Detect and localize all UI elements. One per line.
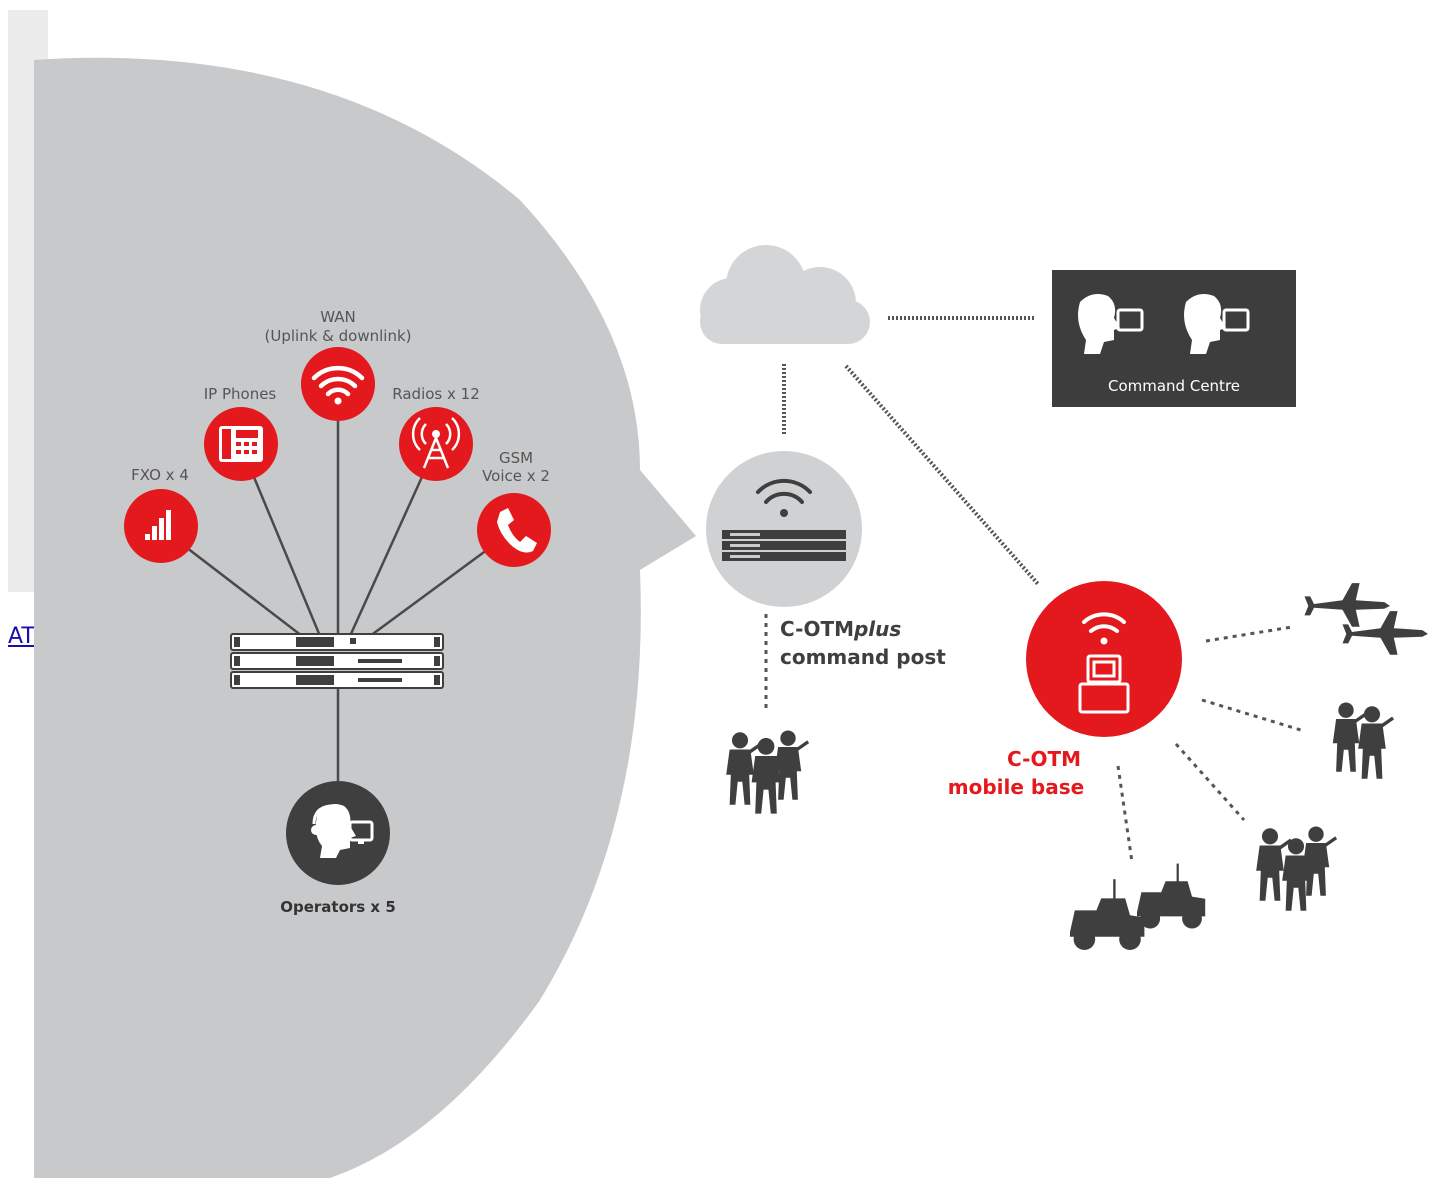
wifi-icon bbox=[301, 347, 375, 421]
command-centre-label: Command Centre bbox=[1108, 377, 1240, 395]
soldiers-icon bbox=[1256, 826, 1338, 911]
operators-label: Operators x 5 bbox=[280, 898, 396, 916]
rack-unit-3 bbox=[230, 671, 444, 689]
command-post-node bbox=[706, 451, 862, 607]
desk-phone-icon bbox=[204, 407, 278, 481]
mobile-base-subtitle: mobile base bbox=[948, 775, 1084, 799]
gsm-label: GSM bbox=[499, 449, 533, 467]
page-link[interactable]: AT bbox=[8, 624, 35, 649]
hub-bubble bbox=[34, 57, 696, 1178]
soldiers-icon bbox=[726, 730, 810, 814]
cloud-icon bbox=[700, 245, 870, 344]
radios-label: Radios x 12 bbox=[392, 385, 479, 403]
radio-tower-icon bbox=[399, 407, 473, 481]
ip-phones-label: IP Phones bbox=[204, 385, 277, 403]
dotted-links bbox=[764, 316, 1305, 863]
command-post-subtitle: command post bbox=[780, 645, 946, 669]
gsm-sublabel: Voice x 2 bbox=[482, 467, 550, 485]
wan-sublabel: (Uplink & downlink) bbox=[265, 327, 412, 345]
laptop-icon bbox=[1078, 654, 1130, 714]
rack-unit-1 bbox=[230, 633, 444, 651]
command-centre-panel: Command Centre bbox=[1052, 270, 1296, 407]
soldiers-icon bbox=[1332, 702, 1395, 779]
wan-label: WAN bbox=[320, 308, 356, 326]
vehicles-icon bbox=[1070, 863, 1206, 950]
fxo-label: FXO x 4 bbox=[131, 466, 189, 484]
jets-icon bbox=[1304, 583, 1428, 655]
operator-headset-icon bbox=[1078, 294, 1144, 354]
rack-server bbox=[230, 633, 444, 689]
operator-headset-icon bbox=[1184, 294, 1250, 354]
rack-unit-2 bbox=[230, 652, 444, 670]
operator-headset-icon bbox=[286, 781, 390, 885]
phone-handset-icon bbox=[477, 493, 551, 567]
mobile-base-title: C-OTM bbox=[1007, 747, 1081, 771]
command-post-title: C-OTMplus bbox=[780, 617, 901, 641]
signal-bars-icon bbox=[124, 489, 198, 563]
mobile-base-node bbox=[1026, 581, 1182, 737]
